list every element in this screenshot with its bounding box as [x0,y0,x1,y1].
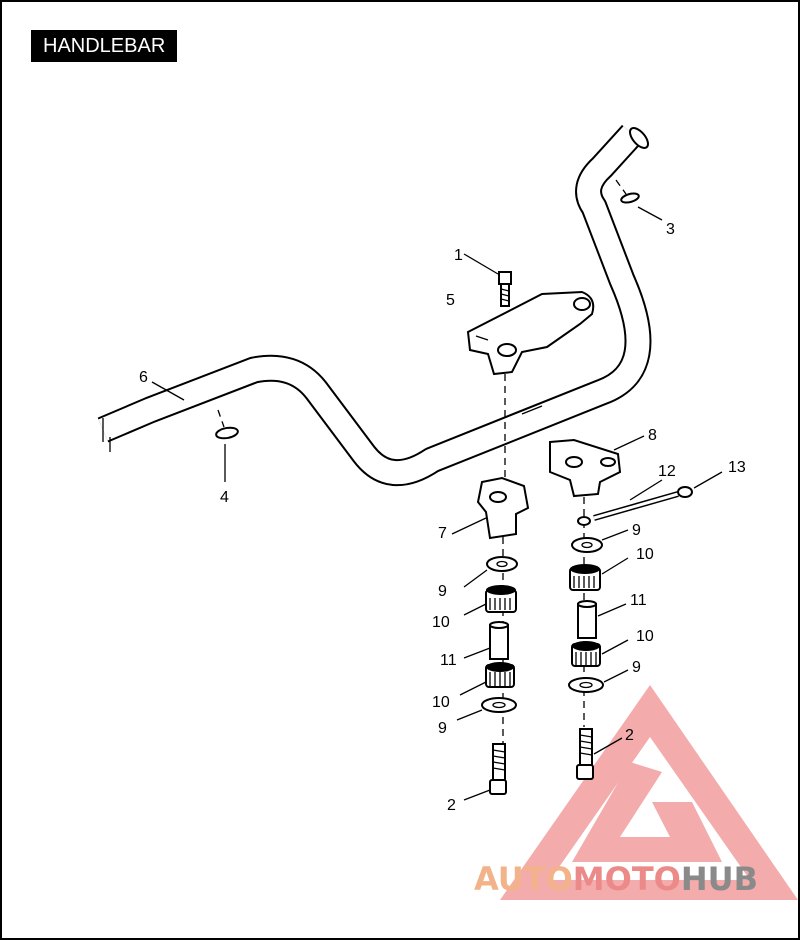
callout-3: 3 [666,221,675,238]
left-stack-bolt [463,743,507,801]
callout-12: 12 [658,463,676,480]
callout-10-left-lower: 10 [432,694,450,711]
callout-10-right-lower: 10 [636,628,654,645]
right-stack-washer-upper [571,529,629,553]
part-6-leader [151,381,185,401]
watermark-logo [500,685,798,900]
part-12-rod [577,471,723,526]
part-1-screw [463,253,512,307]
part-3-clip [615,179,663,221]
part-8-right-riser [549,435,645,498]
callout-4: 4 [220,489,229,506]
right-stack-washer-lower [568,669,629,693]
left-stack-bushing-upper [463,585,517,616]
callout-1: 1 [454,247,463,264]
callout-11-right: 11 [630,592,647,609]
part-7-left-riser [451,476,530,540]
callout-9-right-lower: 9 [632,659,641,676]
left-stack-washer-upper [463,556,518,588]
callout-6: 6 [139,369,148,386]
part-5-top-clamp [466,290,595,376]
callout-7: 7 [438,525,447,542]
callout-9-right-upper: 9 [632,522,641,539]
right-stack-bushing-upper [569,557,629,591]
right-stack-bushing-lower [571,639,629,667]
right-stack-spacer [577,600,627,639]
callout-5: 5 [446,292,455,309]
handlebar-tube [97,124,652,486]
callout-10-right-upper: 10 [636,546,654,563]
callout-8: 8 [648,427,657,444]
callout-2-right: 2 [625,727,634,744]
watermark-hub: HUB [681,860,758,898]
callout-9-left-lower: 9 [438,720,447,737]
callout-13: 13 [728,459,746,476]
watermark-auto: AUTO [474,860,573,898]
right-stack-bolt [576,728,623,780]
callout-2-left: 2 [447,797,456,814]
watermark-text: AUTOMOTOHUB [474,860,758,898]
callout-9-left-upper: 9 [438,583,447,600]
left-stack-spacer [463,621,509,660]
page-title: HANDLEBAR [31,30,178,62]
part-4-clip [215,409,239,482]
left-stack-washer-lower [456,697,517,721]
watermark-moto: MOTO [573,860,681,898]
left-stack-bushing-lower [459,662,515,696]
callout-11-left: 11 [440,652,457,669]
callout-10-left-upper: 10 [432,614,450,631]
